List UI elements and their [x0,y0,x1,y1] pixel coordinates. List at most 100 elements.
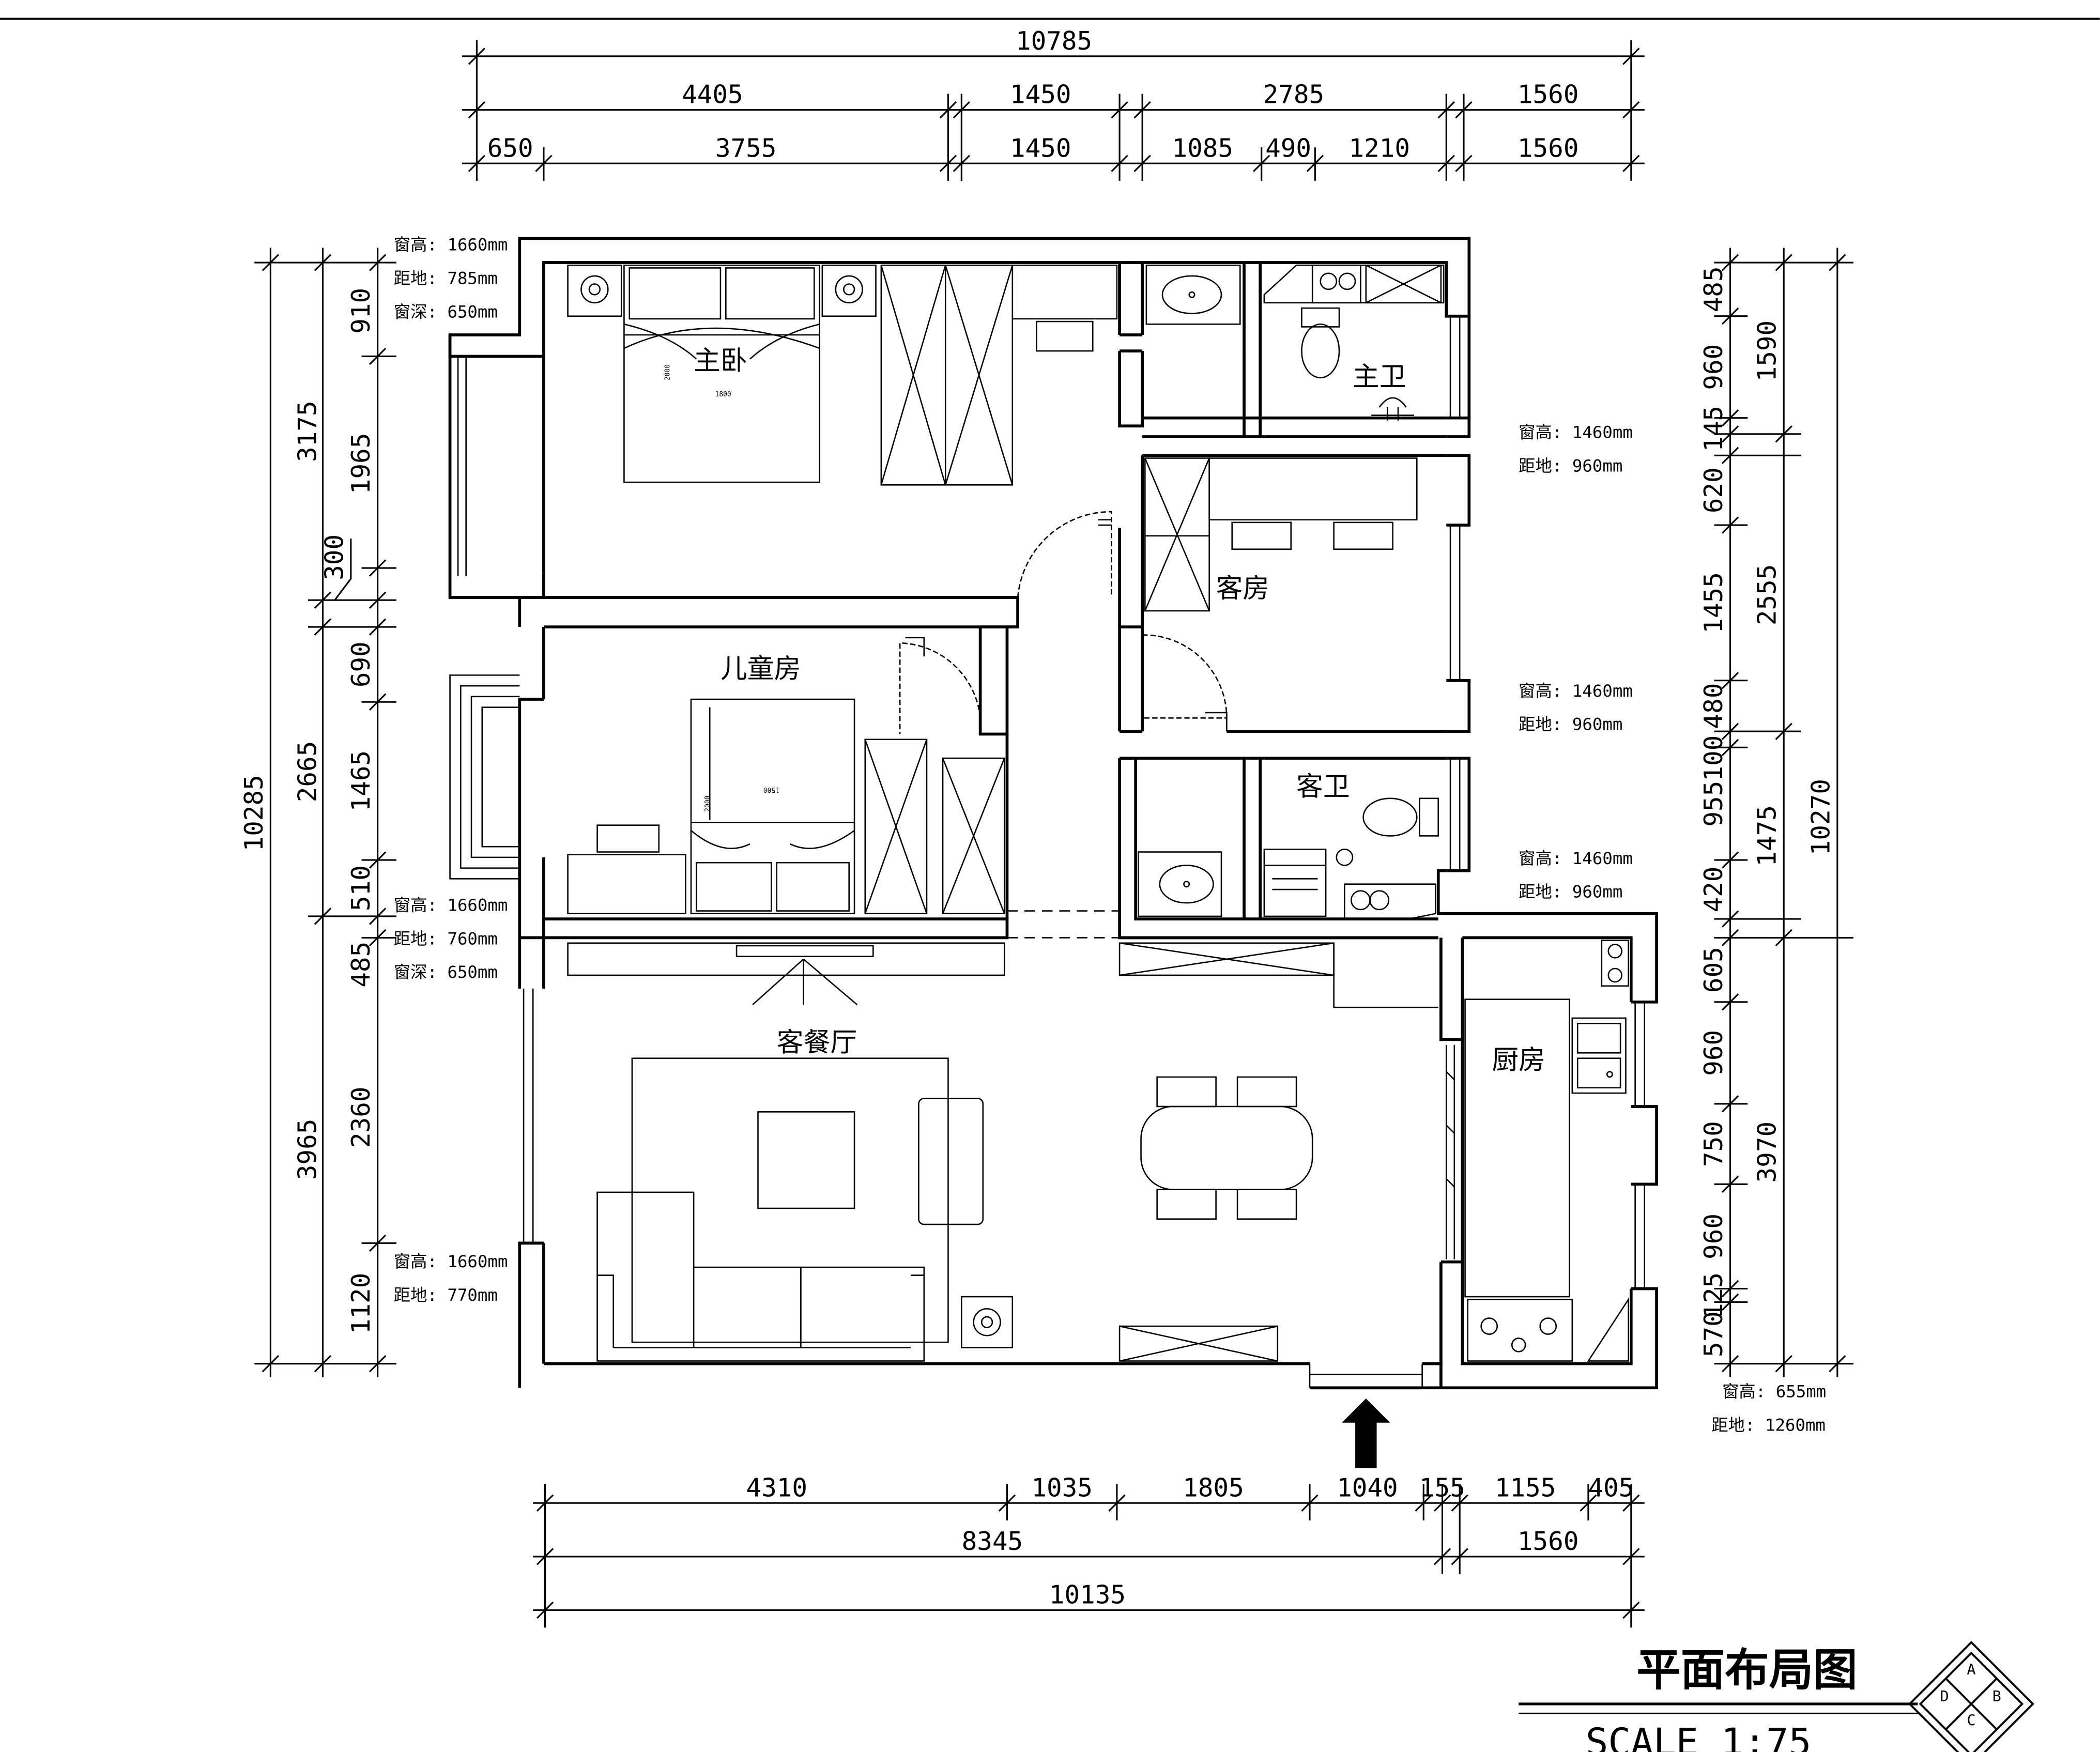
note-6-line-1: 窗高: 1460mm [1519,849,1633,868]
index-marker-b: B [1992,1688,2001,1705]
dim-top-total: 10785 [1016,26,1092,56]
room-guest-room: 客房 [1216,573,1270,604]
dim-bottom-r1-4: 155 [1419,1472,1465,1502]
dim-bottom-r2-1: 1560 [1517,1526,1579,1556]
dim-left-in-3: 690 [346,641,376,687]
room-living-dining: 客餐厅 [777,1027,857,1058]
dim-bottom-r1-1: 1035 [1031,1472,1093,1502]
dim-right-in-4: 1455 [1698,572,1728,634]
furniture [567,264,1629,1362]
note-7-line-2: 距地: 1260mm [1711,1415,1826,1435]
master-bed-length: 2000 [664,364,672,380]
room-master-bedroom: 主卧 [694,345,747,376]
dim-left-in-2: 300 [319,534,349,580]
dim-right-in-9: 605 [1698,947,1728,993]
dim-left-total: 10285 [239,775,269,851]
fridge [1601,940,1629,987]
window-note-7: 窗高: 655mm 距地: 1260mm [1711,1381,1826,1435]
room-kitchen: 厨房 [1492,1044,1545,1075]
note-3-line-1: 窗高: 1660mm [394,1252,508,1271]
tv-cabinet [567,942,1005,976]
dim-right-in-1: 960 [1698,344,1728,390]
master-bed-width: 1800 [715,391,731,398]
dim-bottom-r1-0: 4310 [746,1472,808,1502]
nightstand-left [567,264,622,317]
note-5-line-1: 窗高: 1460mm [1519,681,1633,701]
master-desk-chair [1036,320,1094,352]
master-desk [1011,264,1118,320]
dim-left-in-4: 1465 [346,750,376,812]
dim-right-in-13: 125 [1698,1272,1728,1318]
master-wardrobe [880,264,1014,486]
dim-top-r2-2: 2785 [1263,80,1325,110]
dim-left-in-8: 1120 [346,1273,376,1334]
dim-left-in-1: 1965 [346,433,376,495]
note-2-line-1: 窗高: 1660mm [394,896,508,915]
bed-size-labels: 1800 2000 1500 2000 [664,364,779,812]
bottom-dim-labels: 4310 1035 1805 1040 155 1155 405 8345 15… [746,1472,1634,1609]
dim-right-total: 10270 [1805,779,1835,855]
index-marker-a: A [1967,1661,1975,1678]
note-1-line-2: 距地: 785mm [394,268,498,288]
top-dim-labels: 10785 4405 1450 2785 1560 650 3755 1450 … [487,26,1579,163]
dim-top-r3-2: 1450 [1010,133,1071,163]
window-note-3: 窗高: 1660mm 距地: 770mm [394,1252,508,1305]
bottom-dimensions [533,1484,1645,1628]
note-1-line-3: 窗深: 650mm [394,302,498,321]
dim-right-in-5: 480 [1698,683,1728,729]
kids-bed-width: 1500 [763,786,779,793]
room-master-bath: 主卫 [1353,361,1406,392]
dim-top-r3-1: 3755 [715,133,777,163]
dim-right-in-0: 485 [1698,266,1728,312]
sofa [596,1191,925,1362]
dim-bottom-r1-2: 1805 [1183,1472,1244,1502]
dim-top-r2-0: 4405 [682,80,743,110]
dim-top-r3-5: 1210 [1348,133,1410,163]
tv [735,945,874,957]
note-4-line-1: 窗高: 1460mm [1519,423,1633,442]
kitchen-sink [1571,1017,1627,1094]
kitchen-counter [1464,998,1570,1298]
dim-right-in-3: 620 [1698,467,1728,513]
living-rug [631,1057,949,1343]
note-4-line-2: 距地: 960mm [1519,456,1622,475]
dim-bottom-r1-5: 1155 [1495,1472,1556,1502]
kids-desk [567,854,686,915]
right-dim-labels: 10270 1590 2555 1475 3970 485 960 145 62… [1698,266,1835,1357]
washing-machine [1263,849,1327,917]
dim-right-in-2: 145 [1698,406,1728,452]
dim-left-mid-0: 3175 [292,401,322,462]
dim-top-r2-1: 1450 [1010,80,1071,110]
index-marker-d: D [1940,1688,1949,1705]
stove [1467,1298,1573,1362]
dim-bottom-r2-0: 8345 [962,1526,1023,1556]
dim-top-r3-4: 490 [1265,133,1311,163]
dim-left-in-7: 2360 [346,1086,376,1148]
kids-bed-length: 2000 [704,796,712,812]
low-cabinet [1118,1325,1279,1362]
right-dimensions [1714,248,1853,1377]
dim-bottom-r1-3: 1040 [1337,1472,1398,1502]
dim-right-in-11: 750 [1698,1121,1728,1167]
guest-desk [1208,457,1418,520]
dim-right-in-7: 955 [1698,781,1728,827]
scale-label: SCALE 1:75 [1586,1721,1812,1752]
window-note-4: 窗高: 1460mm 距地: 960mm [1519,423,1633,476]
dim-left-in-5: 510 [346,865,376,911]
dim-right-mid-0: 1590 [1752,320,1782,382]
dim-top-r3-0: 650 [487,133,533,163]
side-sofa [918,1098,984,1225]
dim-top-r3-3: 1085 [1172,133,1233,163]
master-bath-basin [1145,264,1241,325]
kids-wardrobe-b [942,757,1005,915]
room-kids-room: 儿童房 [721,654,801,685]
coffee-table [757,1111,855,1209]
note-1-line-1: 窗高: 1660mm [394,235,508,255]
doors [899,511,1228,939]
window-notes: 窗高: 1660mm 距地: 785mm 窗深: 650mm 窗高: 1660m… [394,235,1826,1435]
note-2-line-2: 距地: 760mm [394,929,498,948]
dim-left-in-0: 910 [346,288,376,334]
left-dimensions [254,248,396,1377]
dim-left-mid-2: 3965 [292,1119,322,1180]
